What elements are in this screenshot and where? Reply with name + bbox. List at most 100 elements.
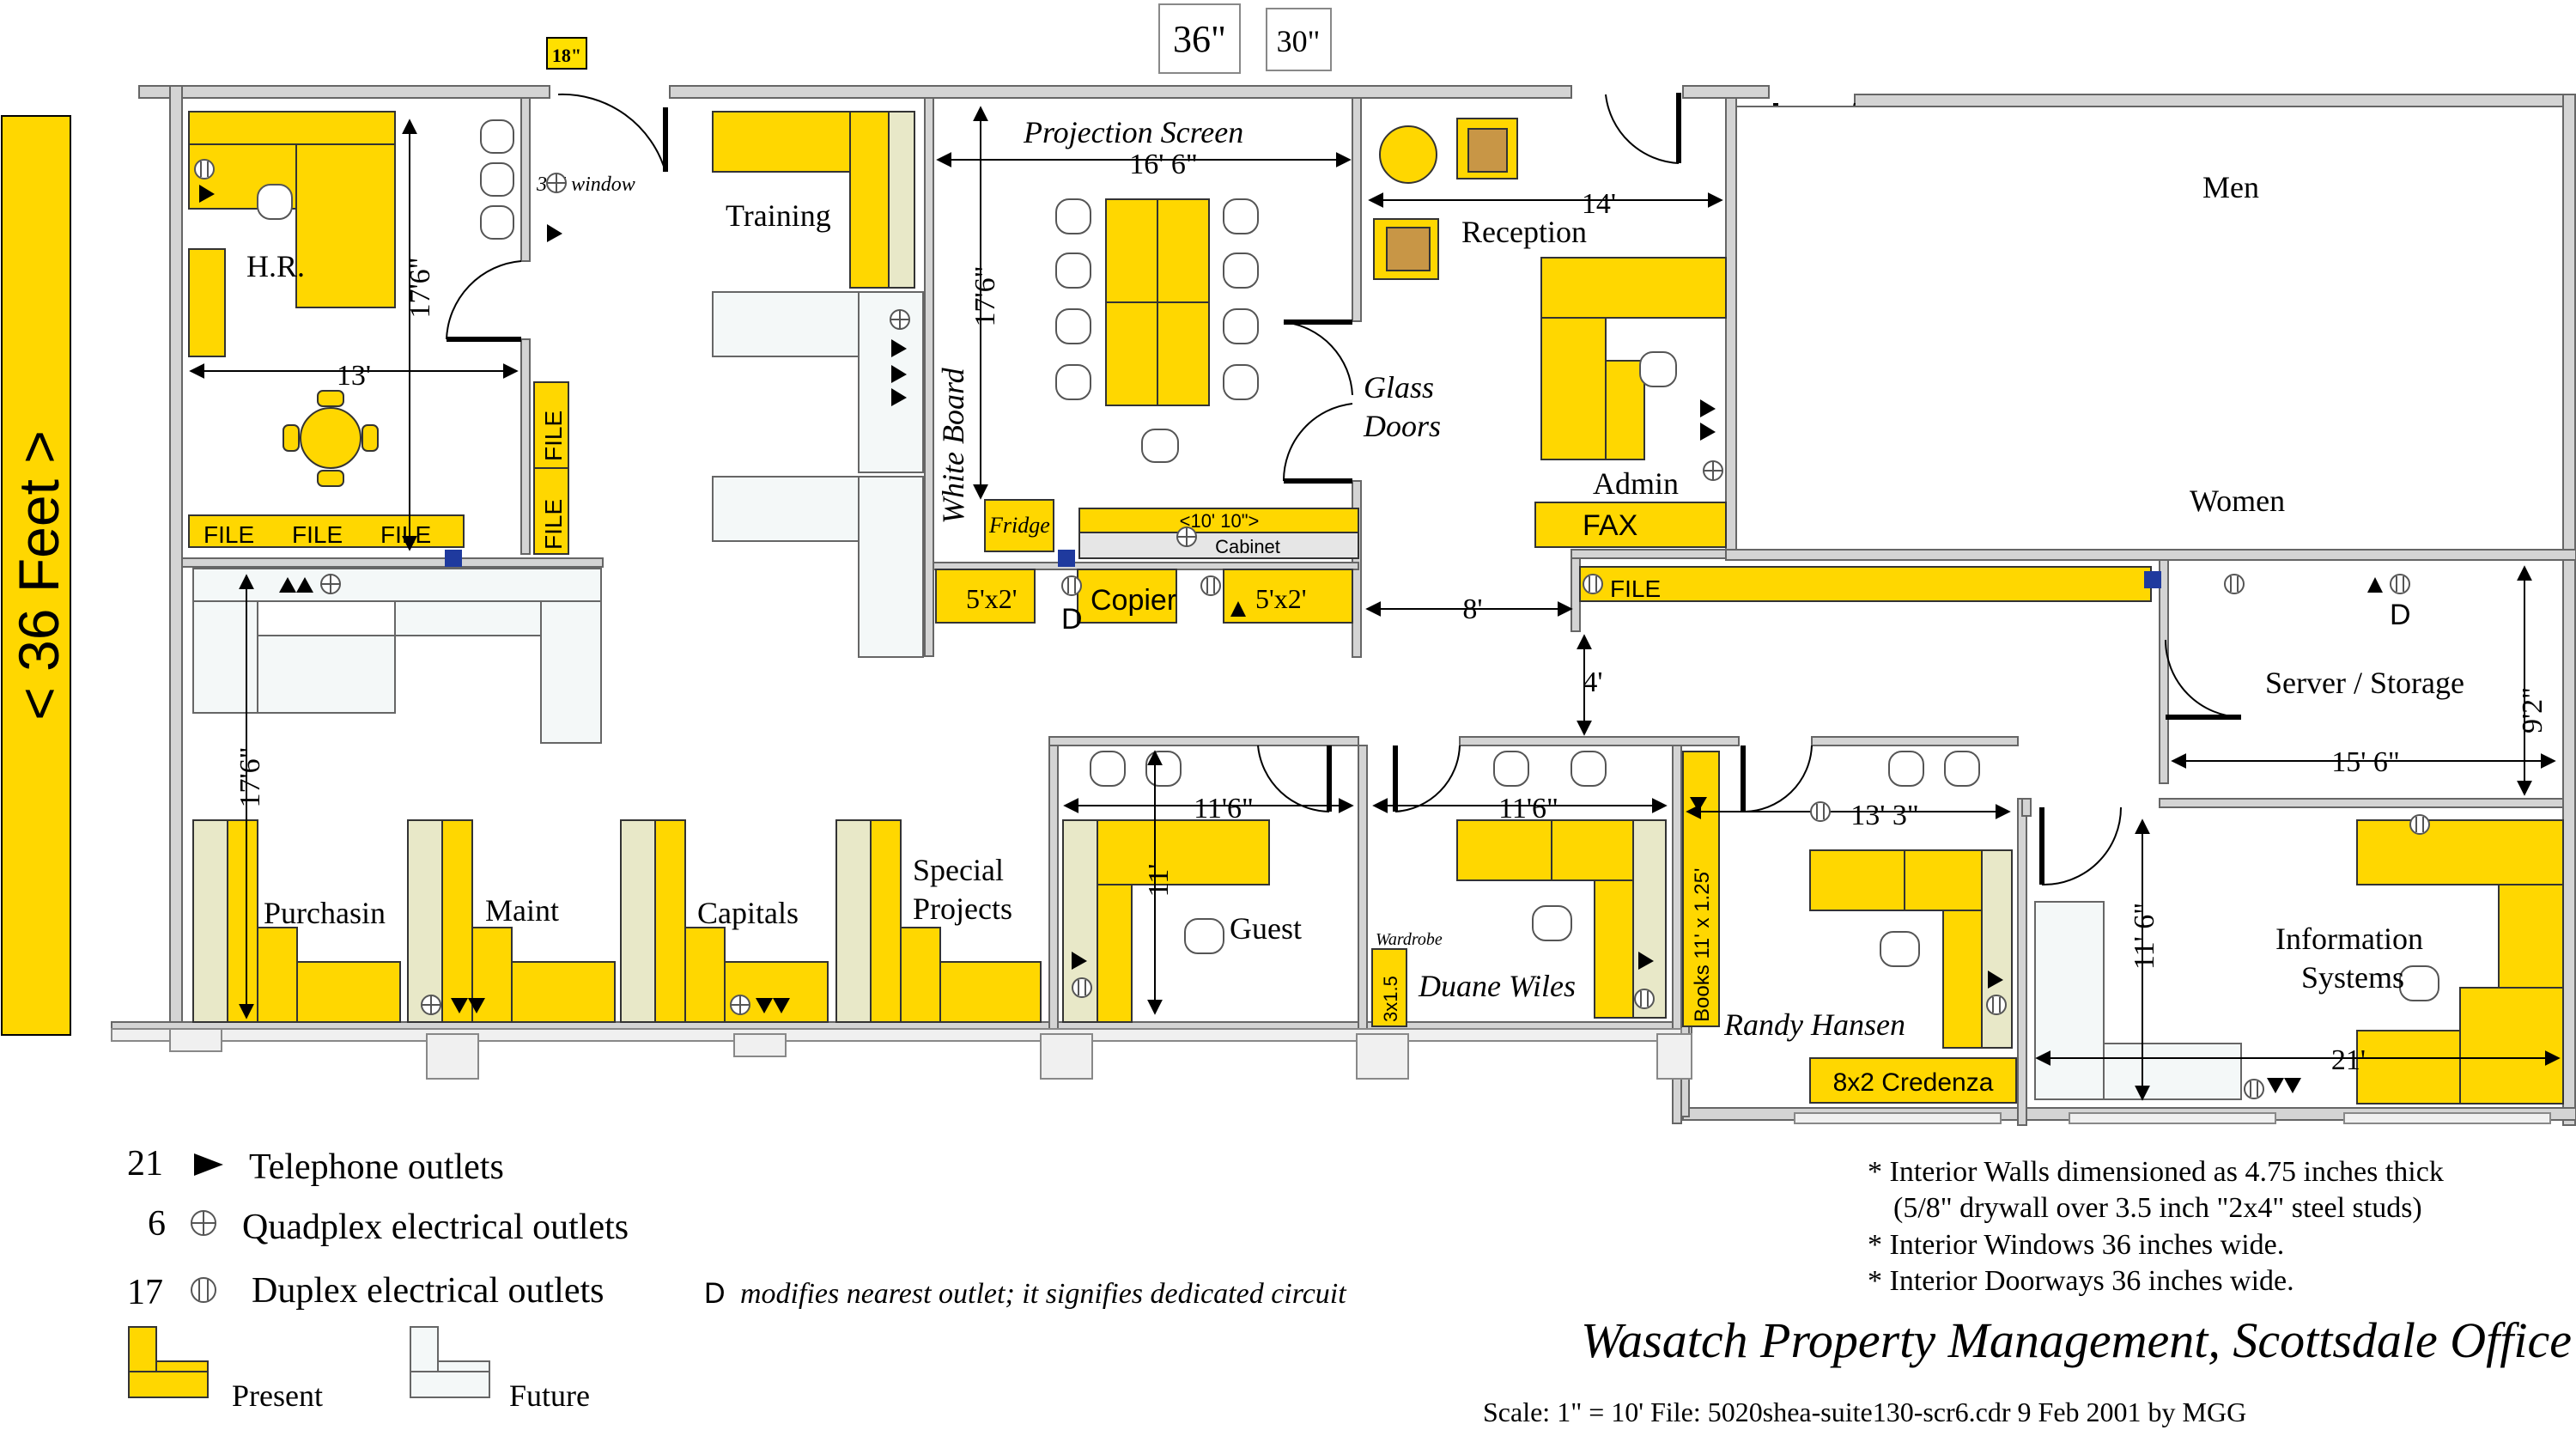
room-training: Training	[726, 198, 831, 233]
dim-reception-width: 14'	[1582, 188, 1616, 220]
room-maint: Maint	[485, 893, 559, 928]
file-label-2: FILE	[292, 521, 343, 548]
hr-table-chairs	[283, 390, 379, 487]
file-label-admin: FILE	[1610, 575, 1661, 602]
note-line-4: * Interior Doorways 36 inches wide.	[1868, 1265, 2294, 1297]
room-admin: Admin	[1593, 466, 1679, 501]
room-women: Women	[2190, 484, 2285, 518]
room-labels: H.R. Training Projection Screen White Bo…	[246, 115, 2464, 1042]
dim-server-width: 15' 6"	[2331, 746, 2400, 778]
room-white-board: White Board	[936, 367, 970, 524]
legend-telephone-label: Telephone outlets	[249, 1147, 504, 1187]
room-info-2: Systems	[2301, 960, 2404, 995]
scale-line: Scale: 1" = 10' File: 5020shea-suite130-…	[1483, 1397, 2246, 1427]
table-5x2-1: 5'x2'	[966, 583, 1018, 614]
reception-chairs	[1373, 118, 1518, 280]
room-wardrobe: Wardrobe	[1376, 930, 1443, 949]
room-randy: Randy Hansen	[1723, 1007, 1905, 1042]
room-info-1: Information	[2275, 922, 2423, 956]
legend-duplex-count: 17	[127, 1273, 163, 1312]
legend-present-swatch	[128, 1326, 209, 1398]
dim-info-width: 21'	[2331, 1044, 2366, 1076]
room-glass-doors-1: Glass	[1364, 370, 1434, 405]
legend-quad-count: 6	[148, 1204, 166, 1244]
dimension-lines	[189, 106, 2561, 1101]
cabinet-dim-label: <10' 10">	[1180, 510, 1260, 532]
dim-duane-width: 11'6"	[1498, 793, 1558, 825]
chairs	[257, 119, 2439, 1001]
legend-telephone-count: 21	[127, 1144, 163, 1184]
dim-hr-width: 13'	[337, 360, 371, 392]
legend-future-swatch	[410, 1326, 490, 1398]
restrooms	[1735, 106, 2564, 551]
dim-guest-depth: 11'	[1143, 864, 1175, 898]
note-line-1: * Interior Walls dimensioned as 4.75 inc…	[1868, 1156, 2444, 1188]
room-capitals: Capitals	[697, 896, 799, 930]
wardrobe-size-label: 3x1.5	[1380, 976, 1401, 1022]
room-glass-doors-2: Doors	[1363, 409, 1441, 443]
room-duane: Duane Wiles	[1418, 969, 1576, 1003]
exterior-windows	[111, 1028, 2551, 1124]
side-scale-label: < 36 Feet >	[7, 430, 70, 721]
room-projection-screen: Projection Screen	[1023, 115, 1243, 149]
dim-randy-width: 13' 3"	[1850, 800, 1919, 831]
file-label-1: FILE	[204, 521, 254, 548]
dim-info-depth: 11' 6"	[2129, 903, 2160, 970]
dim-conf-width: 16' 6"	[1129, 149, 1198, 180]
legend-d-note: modifies nearest outlet; it signifies de…	[740, 1278, 1347, 1310]
dim-hr-depth: 17'6"	[404, 257, 436, 318]
file-label-v1: FILE	[540, 411, 567, 461]
note-line-2: (5/8" drywall over 3.5 inch "2x4" steel …	[1893, 1192, 2422, 1224]
dim-conf-depth: 17'6"	[969, 265, 1001, 326]
present-furniture	[188, 111, 2564, 1104]
window-badges: 18" 36" 30"	[546, 3, 1332, 74]
room-men: Men	[2202, 170, 2259, 204]
dedicated-markers: D D	[1061, 599, 2411, 636]
room-purchasing: Purchasin	[264, 896, 386, 930]
legend-quadplex-icon	[191, 1210, 216, 1236]
legend-future-label: Future	[509, 1378, 590, 1413]
quadplex-outlets	[320, 173, 1723, 1015]
telephone-outlets	[199, 185, 2383, 1093]
badge-36: 36"	[1173, 18, 1226, 60]
plan-title: Wasatch Property Management, Scottsdale …	[1581, 1312, 2572, 1368]
legend-present-label: Present	[232, 1378, 323, 1413]
notes: * Interior Walls dimensioned as 4.75 inc…	[1868, 1156, 2444, 1297]
legend: 21 Telephone outlets 6 Quadplex electric…	[127, 1144, 1347, 1413]
badge-30: 30"	[1277, 24, 1321, 58]
legend-duplex-icon	[191, 1277, 216, 1303]
legend-d-letter: D	[704, 1277, 726, 1310]
dim-guest-width: 11'6"	[1194, 793, 1254, 825]
file-label-v2: FILE	[540, 499, 567, 550]
legend-quad-label: Quadplex electrical outlets	[242, 1208, 629, 1247]
fridge-label: Fridge	[988, 513, 1050, 538]
cabinet-label: Cabinet	[1215, 536, 1280, 557]
credenza-label: 8x2 Credenza	[1833, 1068, 1994, 1097]
legend-telephone-icon	[194, 1153, 223, 1176]
dimension-labels: 17'6" 13' 16' 6" 17'6" 14' 8' 4' 17'6" 1…	[234, 149, 2549, 1076]
room-guest: Guest	[1230, 911, 1302, 946]
copier-label: Copier	[1091, 584, 1176, 617]
room-server-storage: Server / Storage	[2265, 666, 2464, 700]
file-label-3: FILE	[380, 521, 431, 548]
room-special-2: Projects	[913, 891, 1012, 926]
fax-label: FAX	[1583, 509, 1637, 542]
books-label: Books 11' x 1.25'	[1691, 868, 1714, 1023]
side-scale-bar: < 36 Feet >	[1, 115, 71, 1036]
legend-duplex-label: Duplex electrical outlets	[252, 1271, 605, 1311]
table-5x2-2: 5'x2'	[1255, 583, 1307, 614]
room-special-1: Special	[913, 853, 1004, 887]
badge-18: 18"	[552, 45, 581, 66]
dim-hall-4: 4'	[1583, 666, 1602, 698]
note-line-3: * Interior Windows 36 inches wide.	[1868, 1229, 2284, 1261]
dim-hall-8: 8'	[1462, 593, 1482, 625]
dedicated-d-1: D	[1061, 603, 1083, 636]
dedicated-d-2: D	[2390, 599, 2411, 631]
duplex-outlets	[194, 159, 2430, 1099]
blue-markers	[445, 550, 2161, 588]
dim-open-depth: 17'6"	[234, 746, 266, 807]
room-reception: Reception	[1461, 215, 1587, 249]
room-hr: H.R.	[246, 249, 305, 283]
dim-server-depth: 9'2"	[2517, 687, 2549, 733]
